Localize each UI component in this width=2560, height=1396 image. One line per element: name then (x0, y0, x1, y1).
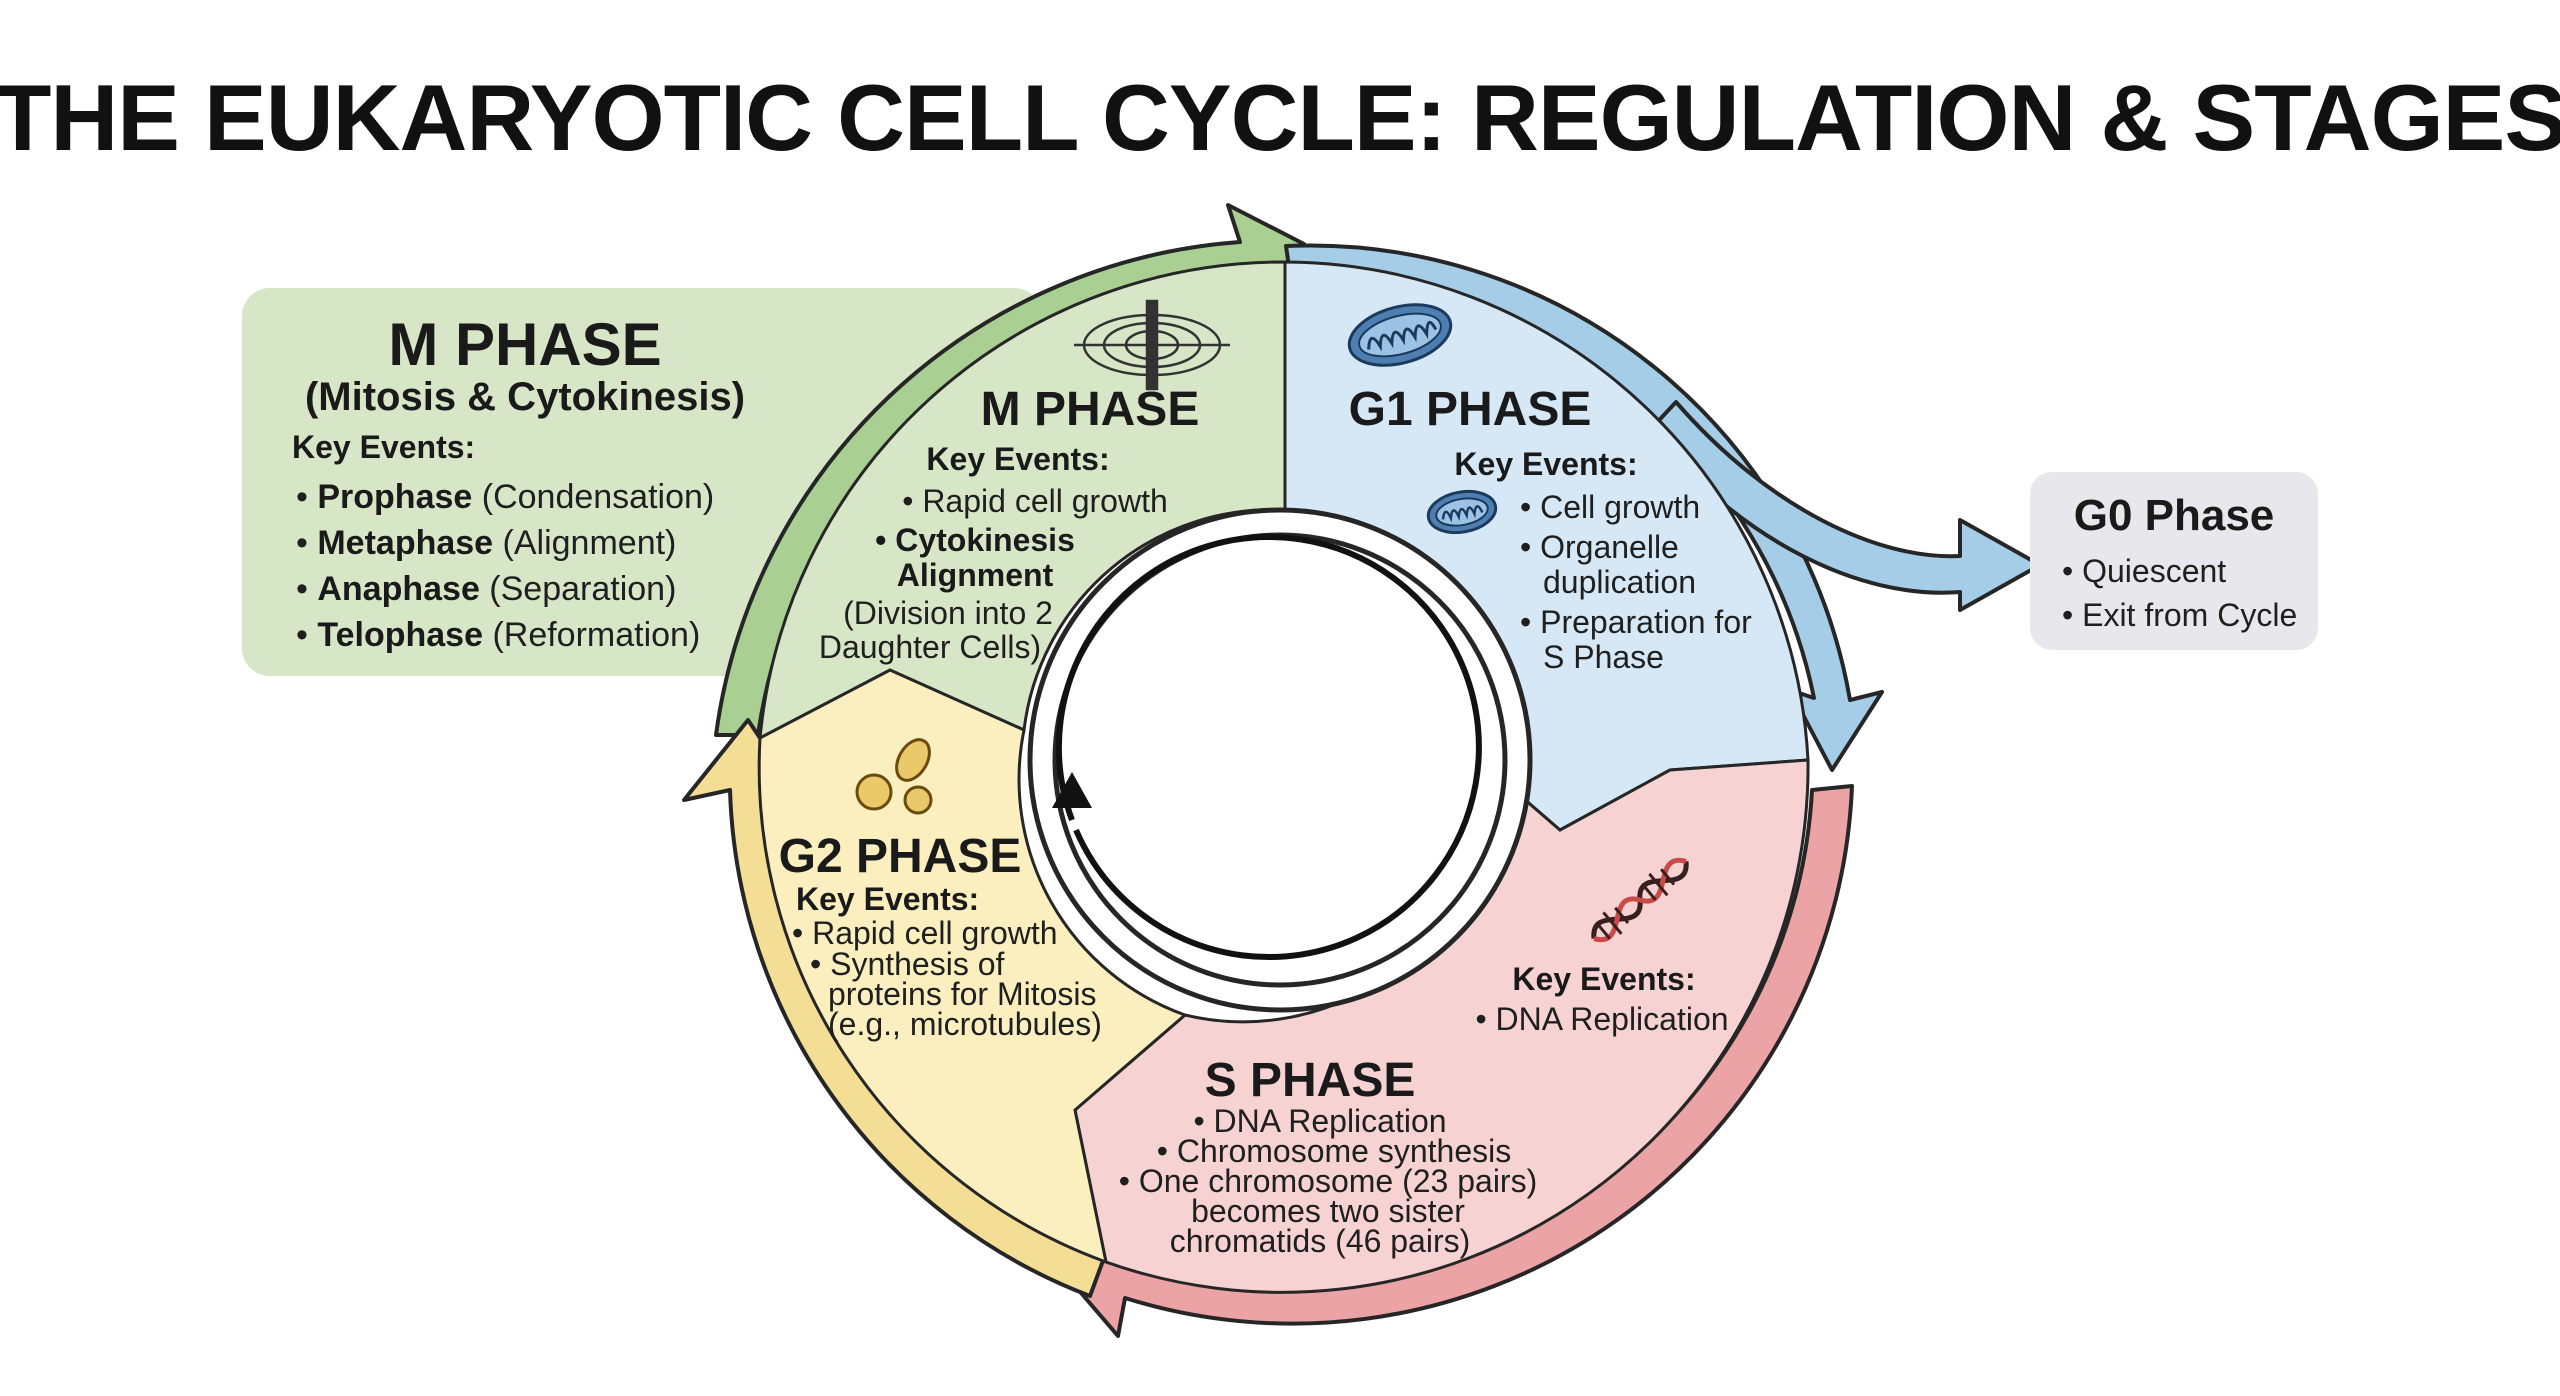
m-phase-summary-item-anaphase: • Anaphase (Separation) (296, 570, 676, 608)
g0-phase-background (2030, 472, 2318, 650)
g2-sector-content: G2 PHASE Key Events: • Rapid cell growth… (779, 738, 1102, 1042)
s-sector-line3: • One chromosome (23 pairs) (1119, 1163, 1537, 1199)
m-phase-item-prophase-bold: Prophase (317, 478, 472, 516)
g1-sector-line4: • Preparation for (1520, 604, 1752, 640)
s-sector-line5: chromatids (46 pairs) (1170, 1223, 1471, 1259)
phase-sectors (757, 260, 1810, 1294)
g1-sector-key-events-label: Key Events: (1454, 446, 1637, 482)
m-phase-item-anaphase-bold: Anaphase (317, 570, 480, 608)
g0-exit-arrow (1648, 400, 2042, 612)
m-sector-line1: • Rapid cell growth (902, 483, 1168, 519)
s-sector-line1: • DNA Replication (1193, 1103, 1446, 1139)
g1-sector-title: G1 PHASE (1349, 383, 1592, 436)
g0-phase-title: G0 Phase (2074, 491, 2275, 540)
vesicles-icon (855, 738, 933, 815)
m-phase-summary-item-prophase: • Prophase (Condensation) (296, 478, 714, 516)
g2-sector-line2: • Synthesis of (810, 946, 1005, 982)
m-sector-line2: • Cytokinesis (875, 522, 1075, 558)
g2-sector-title: G2 PHASE (779, 830, 1022, 883)
m-phase-summary-key-events-label: Key Events: (292, 429, 475, 465)
g2-sector-key-events-label: Key Events: (796, 881, 979, 917)
m-sector-title: M PHASE (981, 383, 1200, 436)
m-sector-line3: Alignment (897, 557, 1054, 593)
g0-phase-line1: • Quiescent (2062, 553, 2226, 589)
center-inner-ring (1052, 532, 1508, 988)
dna-icon (1591, 857, 1689, 943)
mitochondrion-icon (1347, 303, 1453, 367)
page-title: THE EUKARYOTIC CELL CYCLE: REGULATION & … (0, 65, 2560, 170)
g0-phase-box: G0 Phase • Quiescent • Exit from Cycle (2030, 472, 2318, 650)
m-phase-item-telophase-bold: Telophase (317, 616, 483, 654)
g2-sector-line3: proteins for Mitosis (828, 976, 1097, 1012)
center-cycle-indicator (1027, 507, 1533, 1013)
s-sector-line2: • Chromosome synthesis (1157, 1133, 1511, 1169)
circular-arrow-icon (1055, 534, 1482, 960)
m-sector-line5: Daughter Cells) (819, 629, 1041, 665)
m-phase-summary-box: M PHASE (Mitosis & Cytokinesis) Key Even… (242, 288, 1042, 676)
g2-phase-sector (757, 668, 1188, 1265)
g1-sector-content: G1 PHASE Key Events: • Cell growth • Org… (1347, 303, 1752, 675)
s-sector-title: S PHASE (1205, 1054, 1416, 1107)
g1-sector-line2: • Organelle (1520, 529, 1679, 565)
m-phase-summary-item-metaphase: • Metaphase (Alignment) (296, 524, 676, 562)
g2-sector-line1: • Rapid cell growth (792, 915, 1058, 951)
m-sector-content: M PHASE Key Events: • Rapid cell growth … (819, 299, 1230, 665)
m-sector-key-events-label: Key Events: (926, 441, 1109, 477)
m-phase-summary-subtitle: (Mitosis & Cytokinesis) (305, 375, 745, 419)
m-phase-summary-item-telophase: • Telophase (Reformation) (296, 616, 700, 654)
spindle-icon (1074, 299, 1230, 391)
m-phase-item-prophase-rest: (Condensation) (472, 478, 714, 516)
m-phase-item-anaphase-rest: (Separation) (480, 570, 677, 608)
circular-arrow-head-icon (1052, 772, 1092, 808)
s-sector-key-events-label: Key Events: (1512, 961, 1695, 997)
m-phase-item-metaphase-bold: Metaphase (317, 524, 493, 562)
g1-sector-line1: • Cell growth (1520, 489, 1700, 525)
s-sector-line4: becomes two sister (1191, 1193, 1465, 1229)
s-sector-key-line1: • DNA Replication (1475, 1001, 1728, 1037)
g1-sector-line3: duplication (1543, 564, 1696, 600)
m-phase-summary-title: M PHASE (388, 311, 661, 378)
m-phase-item-telophase-rest: (Reformation) (483, 616, 700, 654)
g0-phase-line2: • Exit from Cycle (2062, 597, 2297, 633)
s-sector-content: Key Events: • DNA Replication S PHASE • … (1119, 857, 1729, 1259)
g2-sector-line4: (e.g., microtubules) (828, 1006, 1102, 1042)
m-phase-item-metaphase-rest: (Alignment) (493, 524, 676, 562)
m-sector-line4: (Division into 2 (843, 595, 1053, 631)
g1-sector-line5: S Phase (1543, 639, 1664, 675)
small-mitochondrion-icon (1426, 489, 1498, 535)
